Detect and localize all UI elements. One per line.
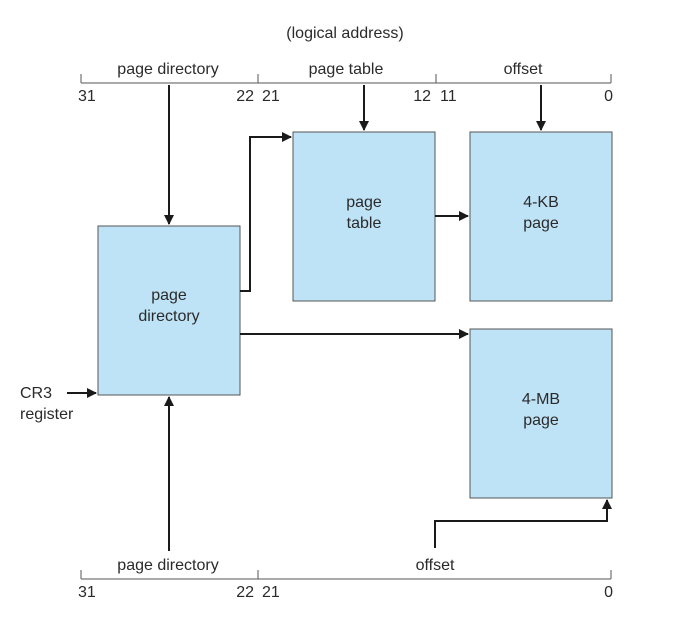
bottom-field-page-directory: page directory (117, 557, 218, 574)
mb-page-box (469, 328, 613, 499)
page-table-box (292, 131, 436, 302)
top-field-page-directory: page directory (117, 61, 218, 78)
top-register: page directory page table offset 31 22 2… (78, 61, 613, 105)
page-directory-label-2: directory (138, 308, 199, 325)
arrow-directory-to-table (240, 132, 292, 292)
arrow-bottom-offset-to-mb-page (434, 499, 612, 548)
top-bit-31: 31 (78, 88, 96, 105)
kb-page-label-2: page (523, 215, 559, 232)
top-field-offset: offset (504, 61, 543, 78)
bottom-bit-31: 31 (78, 584, 96, 601)
bottom-field-offset: offset (416, 557, 455, 574)
page-table-label-2: table (347, 215, 382, 232)
top-field-page-table: page table (309, 61, 384, 78)
kb-page-box (469, 131, 613, 302)
cr3-label-1: CR3 (20, 385, 52, 402)
mb-page-label-2: page (523, 412, 559, 429)
cr3-label-2: register (20, 406, 74, 423)
top-bit-21: 21 (262, 88, 280, 105)
kb-page-label-1: 4-KB (523, 194, 559, 211)
page-directory-box (97, 225, 241, 396)
top-bit-12: 12 (413, 88, 431, 105)
top-bit-22: 22 (236, 88, 254, 105)
top-bit-0: 0 (604, 88, 613, 105)
bottom-bit-0: 0 (604, 584, 613, 601)
top-bit-11: 11 (440, 88, 457, 105)
logical-address-label: (logical address) (286, 25, 403, 42)
bottom-bit-21: 21 (262, 584, 280, 601)
mb-page-label-1: 4-MB (522, 391, 560, 408)
page-table-label-1: page (346, 194, 382, 211)
page-directory-label-1: page (151, 287, 187, 304)
bottom-bit-22: 22 (236, 584, 254, 601)
bottom-register: page directory offset 31 22 21 0 (78, 557, 613, 601)
